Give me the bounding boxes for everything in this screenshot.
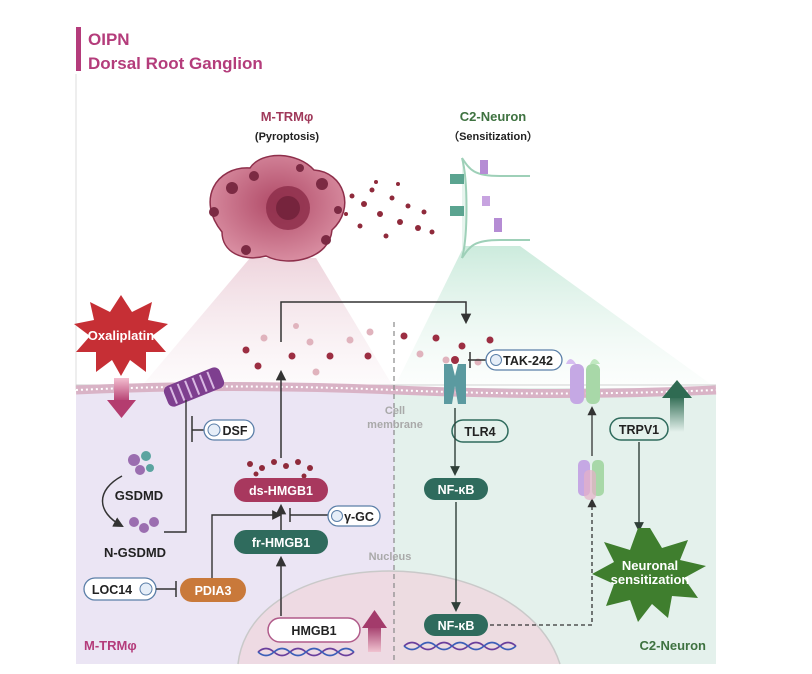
cell-membrane-label-1: Cell <box>385 405 405 417</box>
m-trm-corner-label: M-TRMφ <box>84 638 137 653</box>
trpv1-label: TRPV1 <box>619 423 659 437</box>
dna-strand-left <box>257 647 355 657</box>
nfkb-to-trpv1-dashed-arrow <box>490 498 597 626</box>
gamma-gc-label: γ-GC <box>344 510 374 524</box>
n-gsdmd-protein-icon <box>129 517 159 533</box>
gsdmd-protein-icon <box>128 451 154 475</box>
c2-neuron-title: C2-Neuron <box>460 109 527 124</box>
pdia3-node: PDIA3 <box>180 578 246 602</box>
oxaliplatin-star: Oxaliplatin <box>74 295 168 376</box>
capsule-icon <box>490 354 502 366</box>
gsdmd-cleavage-arrow <box>101 475 124 527</box>
nucleus-label: Nucleus <box>369 551 412 563</box>
nucleus-envelope <box>237 570 561 665</box>
trpv1-channel-membrane-icon <box>566 359 600 404</box>
dna-strand-right <box>403 641 517 651</box>
nfkb-top-label: NF-κB <box>438 483 475 497</box>
hmgb1-gene-node: HMGB1 <box>267 617 361 643</box>
right-zoom-beam <box>394 246 716 388</box>
gsdmd-pore-icon <box>163 367 225 407</box>
loc14-label: LOC14 <box>92 583 132 597</box>
capsule-icon <box>331 510 343 522</box>
oxaliplatin-down-arrow <box>107 378 136 418</box>
nfkb-bottom-label: NF-κB <box>438 619 475 633</box>
ds-hmgb1-label: ds-HMGB1 <box>249 484 313 498</box>
neuronal-sensitization-star: Neuronal sensitization <box>592 528 706 622</box>
capsule-icon <box>207 423 221 437</box>
capsule-icon <box>139 582 153 596</box>
trpv1-channel-cytoplasm-icon <box>578 460 604 500</box>
sensitization-line-2: sensitization <box>611 572 690 587</box>
title-line-1: OIPN <box>88 30 130 49</box>
released-hmgb1-particles-top <box>344 180 435 239</box>
n-gsdmd-label: N-GSDMD <box>104 545 166 560</box>
gsdmd-label: GSDMD <box>115 488 163 503</box>
title-accent-bar <box>76 27 81 71</box>
left-zoom-beam <box>140 258 394 388</box>
nfkb-cytoplasm-node: NF-κB <box>424 478 488 500</box>
trpv1-node: TRPV1 <box>609 417 669 441</box>
m-trm-title: M-TRMφ <box>261 109 314 124</box>
fr-hmgb1-node: fr-HMGB1 <box>234 530 328 554</box>
nfkb-nucleus-node: NF-κB <box>424 614 488 636</box>
tlr4-node: TLR4 <box>451 419 509 443</box>
c2-neuron-synapse-illustration <box>450 157 530 259</box>
pdia3-to-ds-arrow <box>211 510 282 578</box>
pyroptotic-macrophage-illustration <box>209 154 346 262</box>
fr-hmgb1-label: fr-HMGB1 <box>252 536 310 550</box>
tak242-drug-pill: TAK-242 <box>485 349 563 371</box>
dsf-label: DSF <box>223 424 248 438</box>
ds-hmgb1-node: ds-HMGB1 <box>234 478 328 502</box>
cell-membrane-label-2: membrane <box>367 419 423 431</box>
pdia3-label: PDIA3 <box>195 584 232 598</box>
hmgb1-label: HMGB1 <box>291 624 336 638</box>
sensitization-label: （Sensitization） <box>448 130 538 143</box>
tak242-label: TAK-242 <box>503 354 553 368</box>
hmgb1-upregulation-arrow <box>362 610 387 652</box>
pyroptosis-label: (Pyroptosis) <box>255 131 320 143</box>
n-gsdmd-to-pore-line <box>164 400 187 533</box>
c2-neuron-corner-label: C2-Neuron <box>640 638 707 653</box>
extracellular-hmgb1-particles <box>242 323 494 376</box>
title-line-2: Dorsal Root Ganglion <box>88 54 263 73</box>
gamma-gc-drug-pill: γ-GC <box>327 505 381 527</box>
trpv1-upregulation-arrow <box>662 380 692 432</box>
dsf-drug-pill: DSF <box>203 419 255 441</box>
sensitization-line-1: Neuronal <box>622 558 678 573</box>
loc14-drug-pill: LOC14 <box>83 577 157 601</box>
tlr4-receptor-icon <box>444 356 466 404</box>
tlr4-label: TLR4 <box>464 425 495 439</box>
ds-hmgb1-particles <box>247 459 313 479</box>
hmgb1-transfer-arrow <box>280 301 472 342</box>
oxaliplatin-label: Oxaliplatin <box>88 328 155 343</box>
